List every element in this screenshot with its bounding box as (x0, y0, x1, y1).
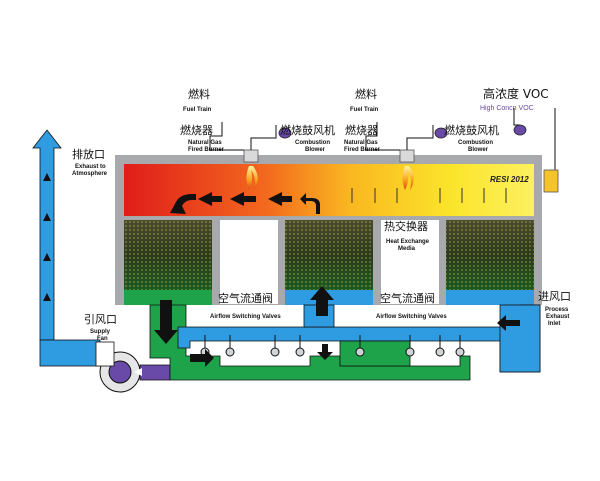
burner-flame-2 (402, 166, 414, 190)
arrow-right-bottom (190, 349, 214, 367)
exhaust-label-en-1: Exhaust to (75, 164, 106, 170)
fuel-lines (209, 108, 556, 170)
valves-1-label-en: Airflow Switching Valves (210, 314, 281, 320)
valve-2-icon (225, 335, 235, 357)
blower-1-label-en-2: Blower (305, 147, 326, 153)
process-inlet-duct (499, 304, 541, 373)
arrow-down-mid (317, 344, 333, 360)
burner-1-label-cn: 燃烧器 (180, 123, 213, 137)
combustion-blower-2-icon (434, 127, 448, 139)
fuel-train-2-label-cn: 燃料 (355, 87, 377, 101)
fan-label-en-2: Fan (97, 336, 108, 342)
exhaust-duct-to-fan (39, 339, 101, 367)
burner-2-label-en-1: Natural Gas (344, 140, 378, 146)
arrow-down-left (154, 300, 178, 344)
valve-housing-green (339, 340, 411, 367)
exhaust-label-cn: 排放口 (72, 147, 105, 161)
voc-blower-icon (513, 124, 527, 136)
high-voc-label-cn: 高浓度 VOC (483, 86, 549, 101)
fuel-train-2-label-en: Fuel Train (350, 107, 379, 113)
plenum-right-blue (446, 290, 534, 305)
valves-2-label-en: Airflow Switching Valves (376, 314, 447, 320)
chamber-flow-arrows (170, 192, 320, 214)
burner-2-label-en-2: Fired Burner (344, 147, 381, 153)
combustion-blower-1-icon (278, 127, 292, 139)
arrow-up-center (310, 286, 334, 316)
media-bed-center-texture (285, 220, 373, 290)
inlet-label-en-2: Exhaust (546, 314, 569, 320)
fuel-train-1-label-en: Fuel Train (183, 107, 212, 113)
arrow-left-3 (268, 192, 292, 206)
supply-fan-icon (95, 341, 171, 393)
valve-6-icon (405, 335, 415, 357)
arrow-left-2 (198, 192, 222, 206)
fan-label-cn: 引风口 (84, 312, 117, 326)
arrow-left-1 (230, 192, 256, 206)
combustion-chamber (124, 164, 534, 216)
blower-1-label-cn: 燃烧鼓风机 (280, 123, 335, 137)
voc-injection-valve (543, 169, 559, 193)
fuel-train-1-label-cn: 燃料 (188, 87, 210, 101)
fan-label-en-1: Supply (90, 329, 111, 335)
burner-1-label-en-2: Fired Burner (188, 147, 225, 153)
inlet-label-cn: 进风口 (538, 290, 571, 303)
media-bed-right-texture (446, 220, 534, 290)
valves-1-label-cn: 空气流通阀 (218, 291, 273, 305)
burner-2-label-cn: 燃烧器 (345, 123, 378, 137)
blower-2-label-en-1: Combustion (458, 140, 493, 146)
plenum-left-green (124, 290, 212, 305)
chamber-tick-marks (351, 188, 507, 203)
valve-4-icon (295, 335, 305, 357)
heat-media-label-en-2: Media (398, 246, 416, 252)
heat-media-label-en-1: Heat Exchange (386, 239, 430, 245)
valve-7-icon (435, 335, 445, 357)
heat-media-label-cn: 热交换器 (384, 219, 428, 233)
exhaust-stack-arrows (43, 173, 51, 301)
blower-2-label-en-2: Blower (468, 147, 489, 153)
valve-5-icon (355, 335, 365, 357)
duct-flow-arrows (154, 286, 520, 367)
blower-2-label-cn: 燃烧鼓风机 (444, 123, 499, 137)
exhaust-label-en-2: Atmosphere (72, 171, 108, 177)
gap-right (381, 220, 439, 304)
burner-1-label-en-1: Natural Gas (188, 140, 222, 146)
arrow-curve-down (170, 194, 196, 214)
gap-left (220, 220, 278, 304)
model-label: RESI 2012 (490, 175, 529, 184)
valve-3-icon (270, 335, 280, 357)
burner-nozzle-2 (399, 149, 415, 163)
burner-flame-1 (246, 166, 258, 190)
arrow-left-inlet (497, 315, 520, 331)
valve-8-icon (455, 335, 465, 357)
valves-2-label-cn: 空气流通阀 (380, 291, 435, 305)
inlet-label-en-1: Process (545, 307, 569, 313)
high-voc-label-en: High Concn VOC (480, 105, 534, 112)
blower-1-label-en-1: Combustion (295, 140, 330, 146)
inlet-label-en-3: Inlet (548, 321, 560, 327)
media-bed-left-texture (124, 220, 212, 290)
exhaust-stack (32, 129, 62, 341)
arrow-curve-up (300, 193, 320, 214)
burner-nozzle-1 (243, 149, 259, 163)
